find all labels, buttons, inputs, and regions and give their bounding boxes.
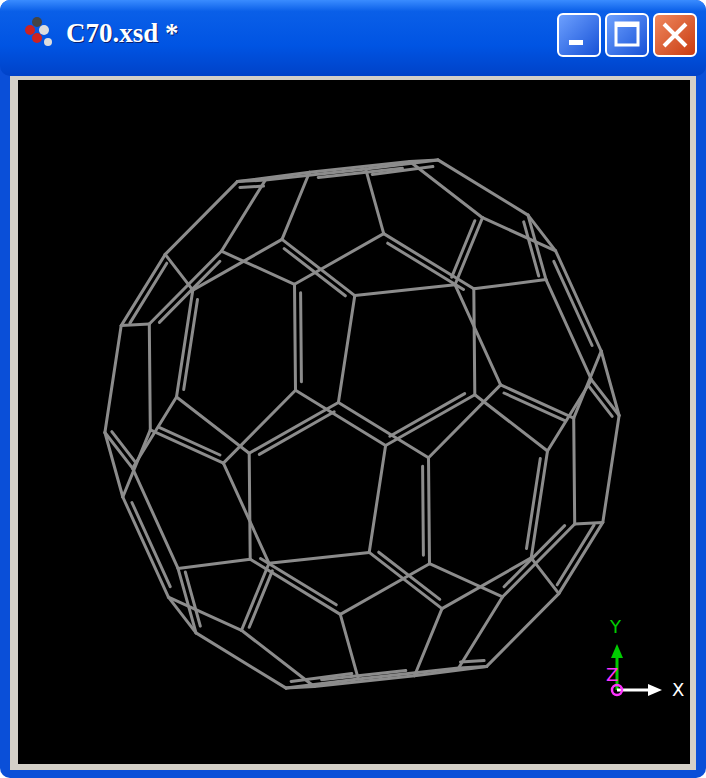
bond-line: [355, 285, 455, 296]
bond-line: [504, 526, 564, 587]
bond-line: [249, 453, 250, 559]
bond-line: [574, 351, 602, 418]
bond-line: [501, 385, 574, 418]
bond-line: [242, 563, 270, 630]
bond-line: [589, 386, 612, 416]
bond-line: [556, 251, 602, 351]
bond-line: [261, 559, 337, 605]
bond-line: [554, 261, 592, 345]
bond-line: [132, 503, 170, 587]
bond-line: [185, 572, 200, 626]
bond-line: [390, 394, 465, 437]
bond-line: [269, 552, 369, 563]
bond-line: [123, 430, 151, 497]
bond-line: [429, 458, 430, 564]
bond-line: [474, 280, 546, 289]
bond-line: [240, 186, 264, 187]
bond-line: [159, 261, 220, 322]
bond-line: [223, 390, 295, 463]
axis-label: X: [672, 679, 684, 700]
bond-line: [574, 418, 575, 524]
bond-line: [338, 296, 354, 403]
bond-line: [284, 249, 345, 296]
bond-line: [503, 524, 575, 597]
bond-line: [461, 661, 485, 662]
bond-line: [459, 666, 487, 668]
bond-line: [149, 324, 150, 430]
bond-line: [452, 221, 475, 277]
bond-line: [184, 300, 198, 390]
bond-line: [386, 395, 475, 446]
bond-line: [421, 466, 425, 555]
bond-line: [223, 463, 269, 563]
bond-line: [249, 403, 338, 454]
axis-label: Z: [606, 664, 618, 685]
bond-line: [358, 668, 458, 679]
bond-line: [282, 172, 310, 239]
bond-line: [369, 446, 385, 553]
bond-line: [415, 609, 443, 676]
bond-line: [242, 630, 315, 686]
bond-line: [504, 393, 565, 421]
bond-line: [237, 180, 265, 182]
bond-line: [475, 395, 548, 451]
bond-line: [527, 459, 541, 549]
bond-line: [249, 571, 272, 627]
bond-line: [438, 160, 528, 215]
bond-line: [165, 182, 237, 255]
bond-line: [379, 552, 440, 599]
bond-line: [369, 552, 442, 608]
bond-line: [455, 218, 483, 285]
bond-line: [366, 169, 384, 234]
bond-line: [105, 326, 121, 433]
bond-line: [149, 251, 221, 324]
bond-line: [259, 412, 334, 455]
bond-line: [159, 427, 220, 455]
bond-line: [121, 324, 149, 326]
bond-line: [196, 633, 286, 688]
bond-line: [429, 385, 501, 458]
bond-line: [112, 432, 135, 462]
bond-line: [384, 234, 474, 289]
bond-line: [455, 285, 501, 385]
bond-line: [265, 169, 365, 180]
bond-line: [575, 522, 603, 524]
bond-line: [150, 430, 223, 463]
bond-line: [557, 525, 594, 585]
bond-line: [177, 397, 250, 453]
bond-line: [168, 597, 241, 630]
bond-line: [291, 674, 352, 682]
bond-line: [340, 614, 358, 679]
bond-line: [524, 222, 539, 276]
bond-line: [474, 289, 475, 395]
bond-line: [603, 416, 619, 523]
bond-line: [130, 263, 167, 323]
bond-line: [372, 167, 433, 175]
bond-line: [282, 239, 355, 295]
bond-line: [601, 351, 619, 416]
bond-line: [178, 559, 250, 568]
bond-line: [483, 218, 556, 251]
bond-line: [105, 433, 123, 498]
window-title: C70.xsd *: [66, 18, 179, 49]
bond-line: [123, 497, 169, 597]
bond-line: [250, 559, 340, 614]
axis-label: Y: [610, 616, 621, 637]
bond-line: [295, 284, 296, 390]
bond-line: [410, 162, 483, 218]
bond-line: [299, 293, 303, 382]
bond-line: [388, 243, 464, 289]
bond-line: [487, 594, 559, 667]
